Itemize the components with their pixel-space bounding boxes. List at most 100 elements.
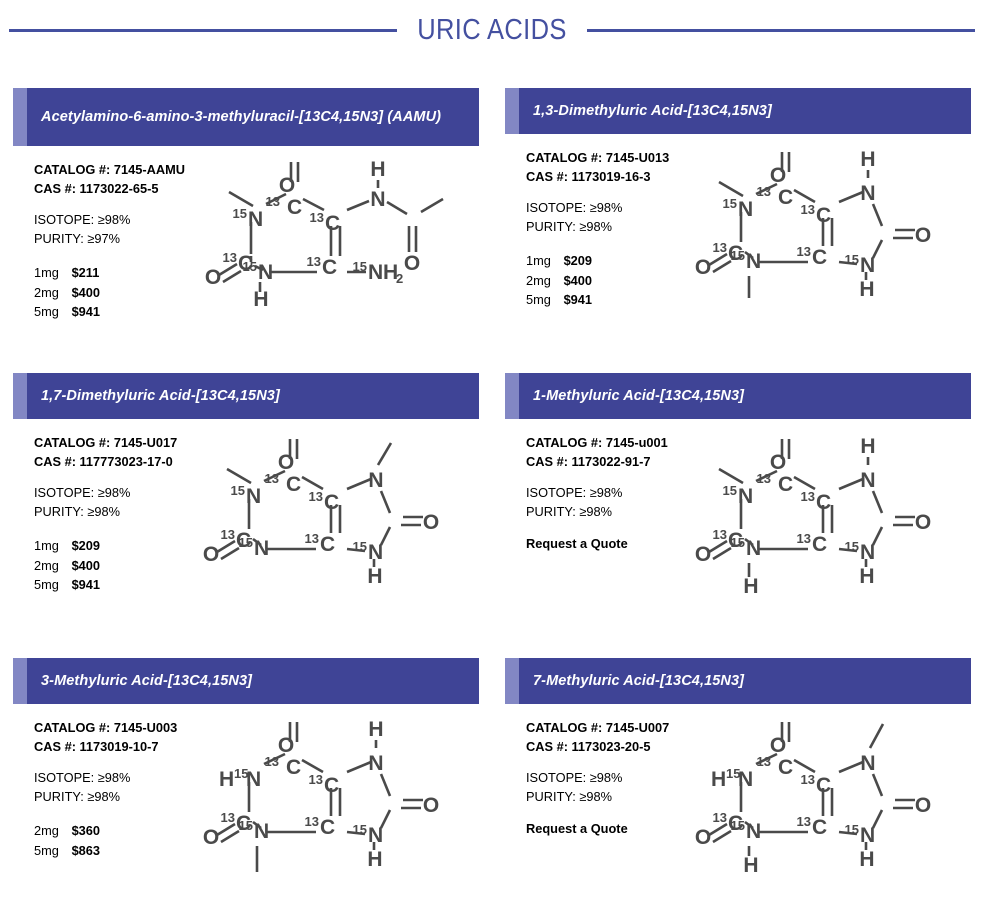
header-accent-strip xyxy=(13,88,27,146)
purity-label: PURITY: xyxy=(526,789,576,805)
catalog-label: CATALOG #: xyxy=(34,720,111,735)
atom-N: N xyxy=(860,254,875,277)
isotope-15: 15 xyxy=(731,535,745,550)
header-accent-strip xyxy=(505,373,519,419)
price-amount: $400 xyxy=(71,284,101,300)
atom-H: H xyxy=(743,575,758,598)
atom-N: N xyxy=(246,485,261,508)
purity-line: PURITY: ≥98% xyxy=(34,502,203,521)
catalog-line: CATALOG #: 7145-U017 xyxy=(34,433,203,452)
isotope-15: 15 xyxy=(243,259,257,274)
cas-line: CAS #: 1173022-65-5 xyxy=(34,179,203,198)
atom-C: C xyxy=(728,529,743,552)
atom-N: N xyxy=(738,485,753,508)
catalog-line: CATALOG #: 7145-u001 xyxy=(526,433,695,452)
request-quote-link[interactable]: Request a Quote xyxy=(526,820,628,836)
price-row[interactable]: 2mg $400 xyxy=(34,283,203,303)
price-amount: $360 xyxy=(71,822,101,838)
cas-label: CAS #: xyxy=(526,739,568,755)
isotope-label: ISOTOPE: xyxy=(526,769,587,785)
purity-value: ≥98% xyxy=(87,504,120,520)
isotope-label: ISOTOPE: xyxy=(526,199,587,215)
cas-value: 1173022-91-7 xyxy=(571,454,651,470)
isotope-13: 13 xyxy=(221,527,235,542)
product-card-aamu[interactable]: Acetylamino-6-amino-3-methyluracil-[13C4… xyxy=(0,88,492,373)
price-row[interactable]: 5mg $863 xyxy=(34,841,203,861)
card-header: Acetylamino-6-amino-3-methyluracil-[13C4… xyxy=(13,88,479,146)
atom-C: C xyxy=(238,252,253,275)
price-row[interactable]: 2mg $360 xyxy=(34,821,203,841)
isotope-13: 13 xyxy=(307,254,321,269)
atom-H: H xyxy=(859,565,874,588)
purity-line: PURITY: ≥98% xyxy=(526,787,695,806)
atom-C: C xyxy=(287,196,302,219)
isotope-value: ≥98% xyxy=(97,484,131,500)
atom-O: O xyxy=(205,266,221,289)
atom-C: C xyxy=(325,212,340,235)
product-info: CATALOG #: 7145-u001 CAS #: 1173022-91-7… xyxy=(505,419,695,551)
atom-N: N xyxy=(860,469,875,492)
atom-C: C xyxy=(728,242,743,265)
price-size: 2mg xyxy=(34,822,59,838)
price-size: 5mg xyxy=(34,577,59,593)
isotope-line: ISOTOPE: ≥98% xyxy=(34,483,203,502)
isotope-15: 15 xyxy=(353,539,367,554)
card-body: CATALOG #: 7145-U017 CAS #: 117773023-17… xyxy=(13,419,479,595)
atom-H: H xyxy=(860,148,875,171)
price-row[interactable]: 1mg $209 xyxy=(526,251,695,271)
atom-C: C xyxy=(778,186,793,209)
product-card-17-dimethyluric[interactable]: 1,7-Dimethyluric Acid-[13C4,15N3] CATALO… xyxy=(0,373,492,658)
atom-O: O xyxy=(278,734,294,757)
price-amount: $400 xyxy=(563,272,593,288)
isotope-15: 15 xyxy=(233,206,247,221)
isotope-15: 15 xyxy=(723,483,737,498)
request-quote-link[interactable]: Request a Quote xyxy=(526,535,628,551)
cas-value: 117773023-17-0 xyxy=(79,454,173,470)
product-card-13-dimethyluric[interactable]: 1,3-Dimethyluric Acid-[13C4,15N3] CATALO… xyxy=(492,88,984,373)
price-row[interactable]: 2mg $400 xyxy=(34,556,203,576)
product-row: Acetylamino-6-amino-3-methyluracil-[13C4… xyxy=(0,88,984,373)
atom-N: N xyxy=(254,820,269,843)
price-row[interactable]: 1mg $211 xyxy=(34,263,203,283)
catalog-line: CATALOG #: 7145-U013 xyxy=(526,148,695,167)
catalog-value: 7145-U003 xyxy=(113,720,178,735)
atom-C: C xyxy=(324,491,339,514)
isotope-13: 13 xyxy=(757,471,771,486)
product-card-7-methyluric[interactable]: 7-Methyluric Acid-[13C4,15N3] CATALOG #:… xyxy=(492,658,984,921)
isotope-13: 13 xyxy=(265,754,279,769)
price-amount: $211 xyxy=(71,264,100,280)
header-accent-strip xyxy=(505,88,519,134)
price-row[interactable]: 1mg $209 xyxy=(34,536,203,556)
product-card-1-methyluric[interactable]: 1-Methyluric Acid-[13C4,15N3] CATALOG #:… xyxy=(492,373,984,658)
isotope-line: ISOTOPE: ≥98% xyxy=(526,198,695,217)
atom-C: C xyxy=(320,816,335,839)
cas-line: CAS #: 1173019-16-3 xyxy=(526,167,695,186)
product-title: 1-Methyluric Acid-[13C4,15N3] xyxy=(533,387,745,404)
atom-C: C xyxy=(324,774,339,797)
atom-H: H xyxy=(253,288,268,311)
product-card-3-methyluric[interactable]: 3-Methyluric Acid-[13C4,15N3] CATALOG #:… xyxy=(0,658,492,921)
price-row[interactable]: 5mg $941 xyxy=(34,575,203,595)
header-bar: 1-Methyluric Acid-[13C4,15N3] xyxy=(519,373,971,419)
isotope-13: 13 xyxy=(713,240,727,255)
isotope-value: ≥98% xyxy=(589,769,623,785)
price-row[interactable]: 2mg $400 xyxy=(526,271,695,291)
isotope-15: 15 xyxy=(239,535,253,550)
atom-O: O xyxy=(695,826,711,849)
isotope-line: ISOTOPE: ≥98% xyxy=(34,768,203,787)
header-bar: 1,7-Dimethyluric Acid-[13C4,15N3] xyxy=(27,373,479,419)
price-row[interactable]: 5mg $941 xyxy=(526,290,695,310)
isotope-13: 13 xyxy=(309,772,323,787)
isotope-line: ISOTOPE: ≥98% xyxy=(526,483,695,502)
header-bar: 1,3-Dimethyluric Acid-[13C4,15N3] xyxy=(519,88,971,134)
isotope-15: 15 xyxy=(845,822,859,837)
isotope-15: 15 xyxy=(731,248,745,263)
card-body: CATALOG #: 7145-U003 CAS #: 1173019-10-7… xyxy=(13,704,479,872)
header-rule-left xyxy=(9,29,398,32)
isotope-15: 15 xyxy=(239,818,253,833)
atom-N: N xyxy=(370,188,385,211)
header-accent-strip xyxy=(13,373,27,419)
price-row[interactable]: 5mg $941 xyxy=(34,302,203,322)
purity-value: ≥98% xyxy=(87,789,120,805)
card-body: CATALOG #: 7145-u001 CAS #: 1173022-91-7… xyxy=(505,419,971,598)
